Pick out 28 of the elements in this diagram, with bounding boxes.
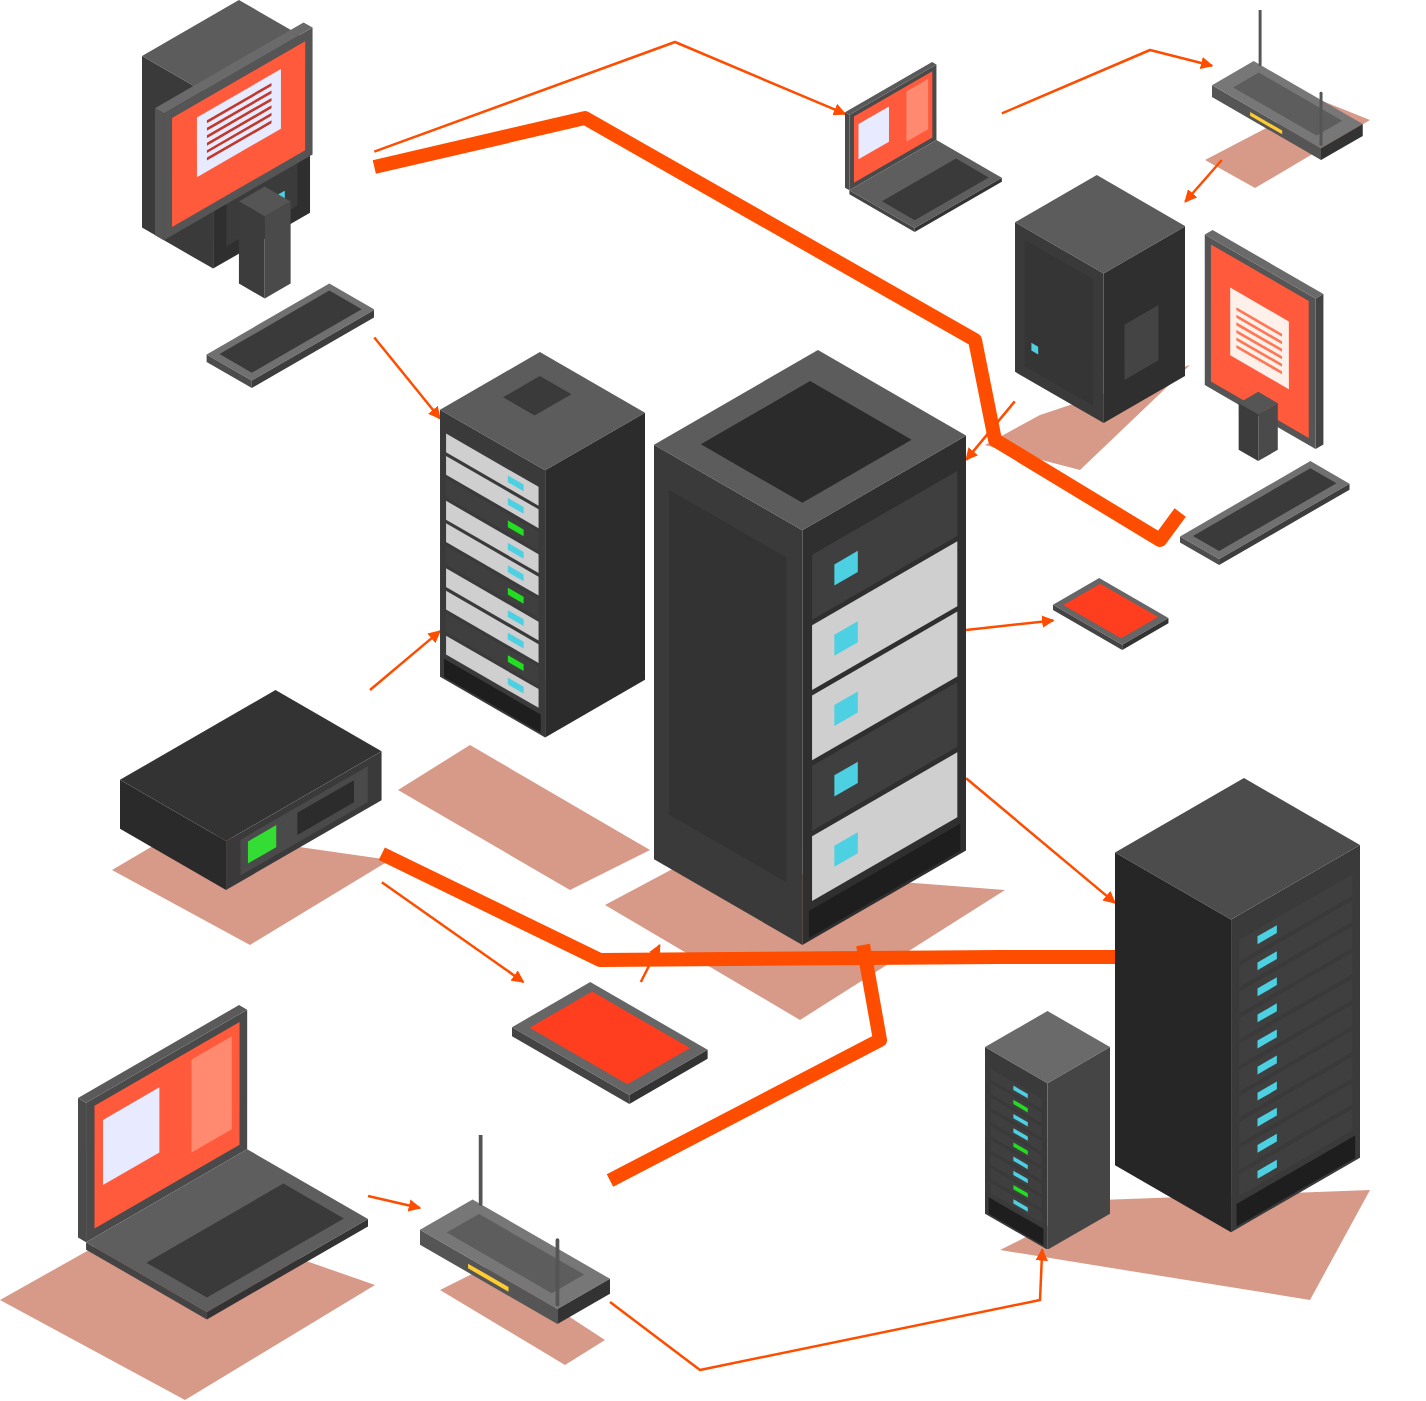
arrow bbox=[369, 630, 441, 691]
connector-line bbox=[378, 847, 1115, 967]
server-rack-drawing bbox=[1115, 778, 1360, 1233]
tower-computer-drawing bbox=[1014, 175, 1186, 423]
server-rack-drawing bbox=[985, 1010, 1110, 1250]
arrow bbox=[965, 615, 1055, 632]
desktop-computer-drawing bbox=[141, 0, 375, 388]
laptop-drawing bbox=[78, 1005, 368, 1320]
router-drawing bbox=[1212, 10, 1363, 160]
hard-drive-drawing bbox=[512, 982, 708, 1104]
arrow bbox=[965, 777, 1116, 904]
arrow bbox=[1001, 48, 1214, 115]
laptop-drawing bbox=[845, 62, 1002, 232]
server-cabinet-drawing bbox=[653, 350, 967, 945]
connector-line bbox=[372, 111, 1186, 547]
server-rack-drawing bbox=[440, 352, 645, 738]
hard-drive-drawing bbox=[1053, 578, 1169, 650]
connector-line bbox=[606, 943, 887, 1187]
arrow bbox=[381, 881, 525, 984]
router-drawing bbox=[420, 1135, 610, 1325]
arrow bbox=[373, 40, 847, 153]
network-appliance-drawing bbox=[120, 690, 382, 890]
arrow bbox=[609, 1248, 1048, 1372]
arrow bbox=[965, 400, 1016, 461]
arrow bbox=[639, 943, 661, 983]
arrow bbox=[373, 336, 441, 420]
monitor-keyboard-drawing bbox=[1180, 230, 1350, 565]
arrow bbox=[367, 1194, 422, 1212]
